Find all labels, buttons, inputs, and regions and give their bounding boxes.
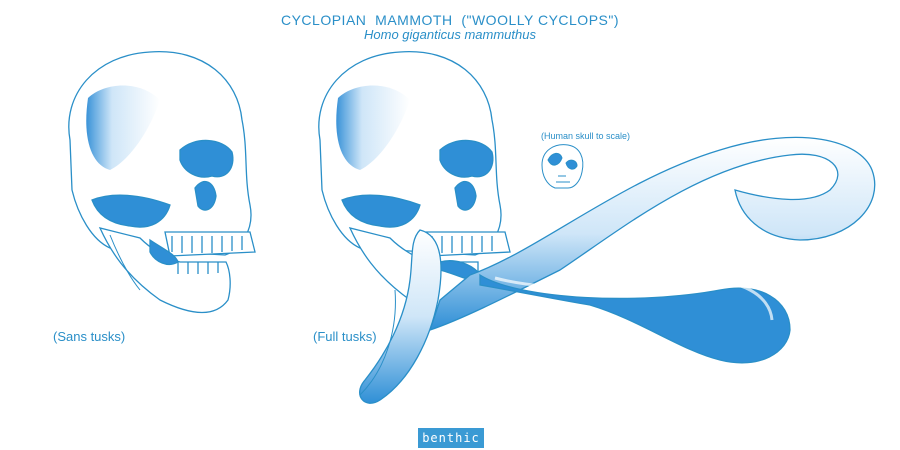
tusks xyxy=(359,136,876,404)
page-title: CYCLOPIAN MAMMOTH ("WOOLLY CYCLOPS") xyxy=(280,12,620,28)
skull-sans-tusks xyxy=(68,51,256,313)
page-subtitle: Homo giganticus mammuthus xyxy=(364,27,536,42)
caption-human-scale: (Human skull to scale) xyxy=(541,131,631,141)
caption-sans-tusks: (Sans tusks) xyxy=(53,329,126,344)
caption-full-tusks: (Full tusks) xyxy=(313,329,377,344)
human-skull xyxy=(541,144,584,189)
benthic-logo: benthic xyxy=(418,428,484,448)
